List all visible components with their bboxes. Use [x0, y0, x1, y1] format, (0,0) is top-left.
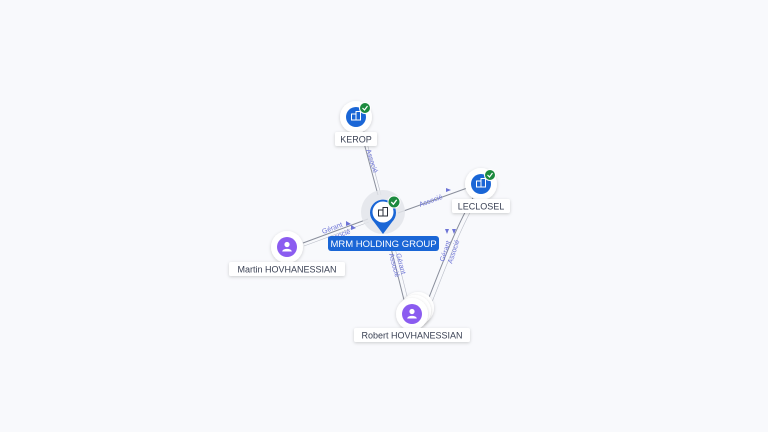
verified-check-icon: [484, 169, 496, 181]
arrow-martin-associe: [351, 225, 356, 230]
main-label-box: [328, 236, 439, 251]
edge-line-center-leclosel[interactable]: [397, 186, 471, 214]
node-label-leclosel: LECLOSEL: [458, 202, 505, 212]
building-icon: [476, 178, 486, 188]
verified-check-icon: [387, 195, 401, 209]
node-center[interactable]: MRM HOLDING GROUP: [328, 190, 439, 251]
node-martin[interactable]: Martin HOVHANESSIAN: [229, 231, 345, 276]
edge-label-center-leclosel: Associé: [418, 194, 444, 209]
person-icon: [407, 308, 417, 319]
node-kerop[interactable]: KEROP: [335, 101, 377, 146]
node-robert[interactable]: Robert HOVHANESSIAN: [354, 292, 470, 342]
edge-label-kerop-center: Associé: [364, 148, 378, 174]
node-leclosel[interactable]: LECLOSEL: [452, 168, 510, 213]
node-label-robert: Robert HOVHANESSIAN: [361, 331, 462, 341]
arrow-leclosel-robert: [445, 229, 449, 234]
node-label-center: MRM HOLDING GROUP: [330, 239, 436, 250]
building-icon: [378, 207, 388, 217]
building-icon: [351, 111, 361, 121]
node-label-kerop: KEROP: [340, 135, 372, 145]
person-icon: [282, 241, 292, 252]
edge-line-martin-center[interactable]: [302, 218, 369, 244]
arrow-leclosel-robert-2: [452, 229, 456, 234]
arrow-martin-gerant: [346, 221, 351, 226]
node-label-martin: Martin HOVHANESSIAN: [237, 265, 336, 275]
verified-check-icon: [359, 102, 371, 114]
arrow-center-leclosel: [446, 188, 451, 192]
